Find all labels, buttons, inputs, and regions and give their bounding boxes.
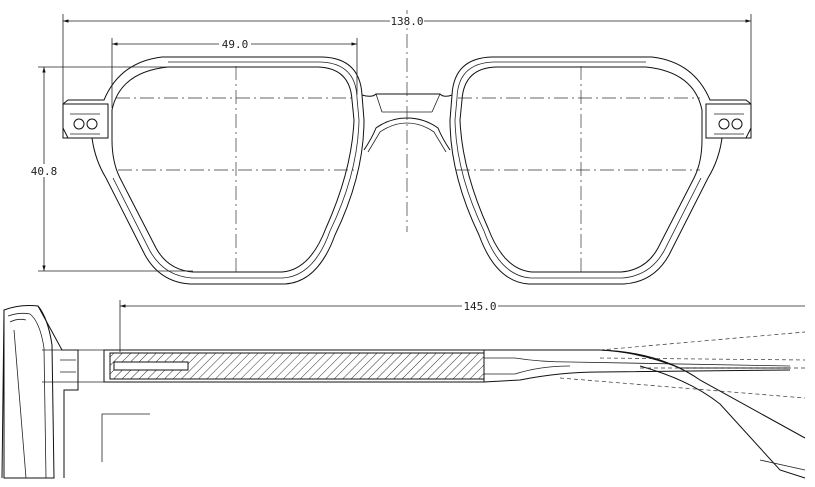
right-rim-inner xyxy=(459,66,703,273)
temple-earpiece xyxy=(599,349,806,439)
left-rim-outer xyxy=(62,56,365,285)
left-rim-groove xyxy=(112,61,360,279)
reference-bracket xyxy=(101,413,150,462)
right-hinge-screw-1 xyxy=(718,118,730,130)
overall-width-label: 138.0 xyxy=(390,15,423,28)
right-rim-groove xyxy=(454,61,702,279)
temple-length-label: 145.0 xyxy=(463,300,496,313)
front-profile-inner xyxy=(7,312,47,479)
right-hinge-block xyxy=(705,103,752,139)
temple-taper xyxy=(483,349,791,383)
bridge-top xyxy=(361,93,453,97)
left-hinge-screw-2 xyxy=(86,118,98,130)
side-hinge xyxy=(37,305,79,478)
front-view: 138.0 49.0 40.8 xyxy=(28,10,752,285)
bridge-arch-inner xyxy=(367,122,447,153)
lens-width-label: 49.0 xyxy=(222,38,249,51)
right-hinge-screw-2 xyxy=(731,118,743,130)
left-rim-inner xyxy=(111,66,355,273)
front-profile-outer xyxy=(3,305,55,479)
lens-height-label: 40.8 xyxy=(31,165,58,178)
temple-core-slot xyxy=(113,361,189,371)
bridge-inner-lines xyxy=(375,93,441,113)
left-hinge-screw-1 xyxy=(73,118,85,130)
side-view: 145.0 xyxy=(1,299,806,479)
left-hinge-block xyxy=(62,103,109,139)
right-rim-outer xyxy=(449,56,752,285)
